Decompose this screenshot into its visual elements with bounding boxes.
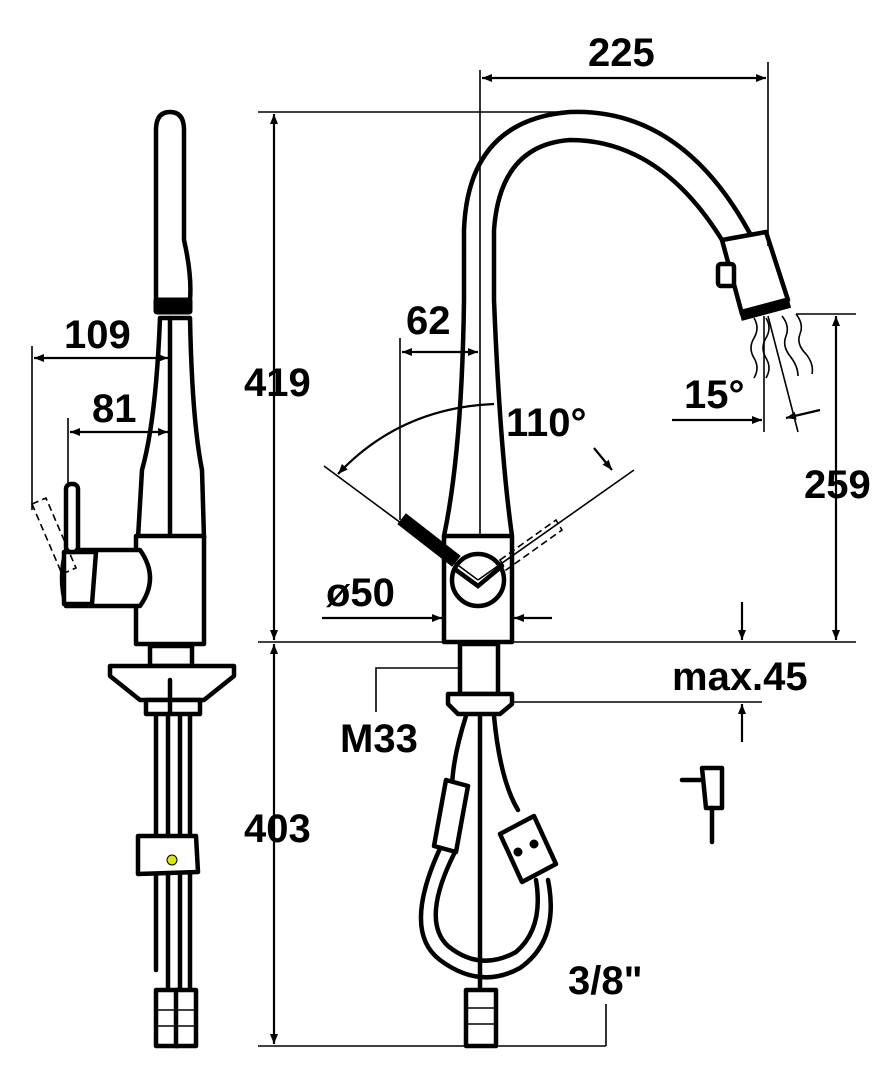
dim-max45-label: max.45	[672, 655, 808, 699]
front-weight-dot	[513, 847, 523, 857]
dim-110-ray-left	[323, 465, 479, 581]
dim-m33-leader	[375, 667, 462, 712]
side-lever-open-position	[30, 496, 78, 576]
dim-81-label: 81	[92, 387, 137, 431]
dim-403-label: 403	[244, 807, 311, 851]
side-hose-weight	[135, 833, 201, 877]
front-view: 110° 62 225 419 15° 259 ø50 max.45	[244, 31, 871, 1049]
dim-419-label: 419	[244, 361, 311, 405]
front-hose-weight	[497, 813, 559, 885]
dim-15-arrow-right	[785, 408, 821, 420]
side-view: 109 81	[30, 109, 237, 1049]
side-spout-top	[153, 109, 193, 303]
front-hose-left	[449, 713, 469, 793]
front-spout-inner	[491, 137, 725, 539]
front-hub-chevron	[453, 563, 505, 589]
dim-62-label: 62	[406, 299, 451, 343]
dim-110-arc-right	[593, 447, 613, 471]
front-hose-right	[491, 713, 521, 813]
front-water-stream	[795, 313, 814, 375]
dim-15-ray-angled	[767, 315, 799, 433]
dim-50-label: ø50	[326, 571, 395, 615]
front-spray-nozzle	[738, 297, 792, 321]
dim-38-label: 3/8"	[568, 959, 643, 1003]
dim-m33-label: M33	[340, 717, 418, 761]
front-mount-plate	[445, 691, 515, 717]
dim-15-label: 15°	[684, 373, 745, 417]
front-shank	[457, 641, 501, 697]
front-connector	[463, 987, 499, 1049]
front-water-stream	[750, 317, 758, 379]
front-water-stream	[762, 317, 770, 379]
dim-110-label: 110°	[506, 401, 587, 445]
front-quick-connector	[431, 777, 471, 855]
dim-109-label: 109	[64, 313, 131, 357]
side-spray-collar	[153, 297, 193, 315]
front-hose-loop-outer	[418, 837, 553, 980]
side-shank	[147, 643, 195, 669]
angle-valve-icon	[679, 765, 725, 845]
dim-110-arc	[337, 402, 495, 475]
front-hose-loop-inner	[433, 847, 541, 963]
front-weight-dot	[529, 839, 539, 849]
side-lever-knob	[61, 549, 99, 607]
dim-259-label: 259	[804, 463, 871, 507]
side-weight-indicator	[166, 854, 178, 866]
front-lever-handle	[397, 513, 461, 567]
front-water-stream	[781, 315, 799, 377]
side-mount-nut	[143, 697, 203, 717]
side-connector-2	[173, 987, 199, 1049]
front-lever-open-position	[498, 518, 564, 572]
front-spray-button	[715, 261, 737, 289]
side-lever-handle	[63, 481, 81, 555]
dim-225-label: 225	[588, 31, 655, 75]
dim-110-ray-right	[477, 469, 635, 581]
front-spout-outer	[441, 109, 789, 539]
